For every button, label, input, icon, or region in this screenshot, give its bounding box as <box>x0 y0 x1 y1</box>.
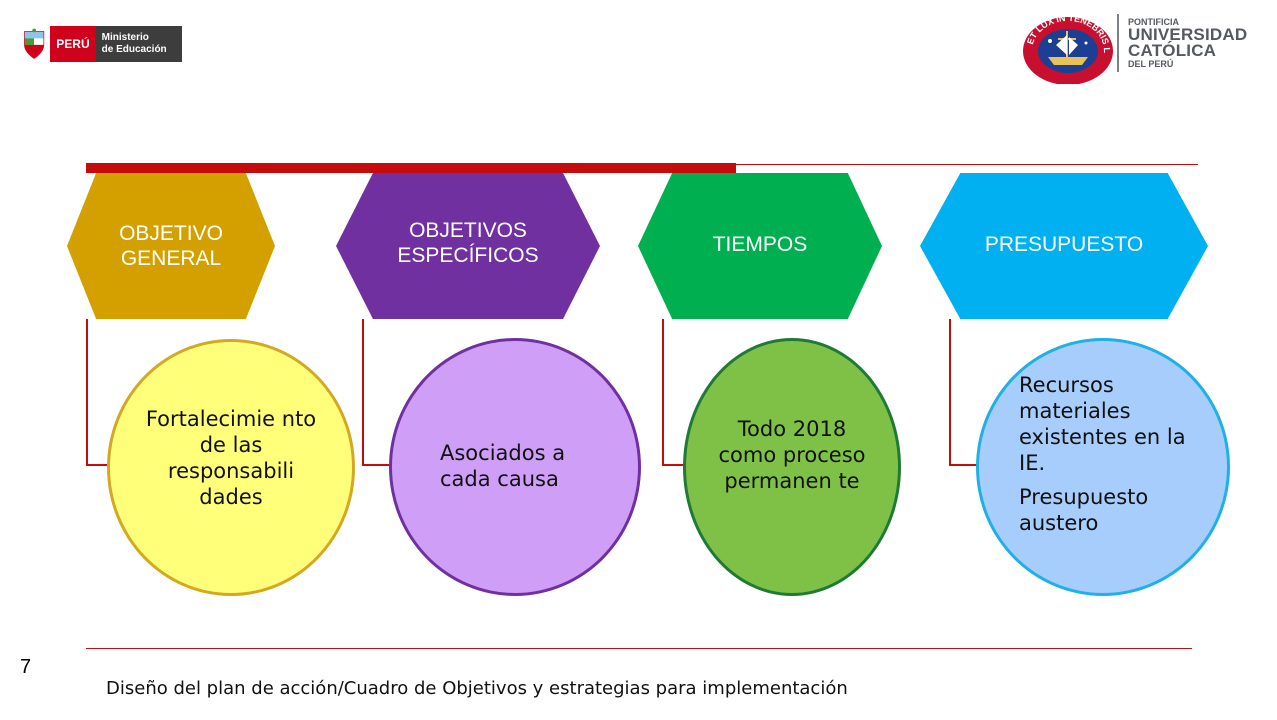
connector-objetivos-especificos <box>362 319 396 466</box>
pucp-divider <box>1117 14 1119 72</box>
circle-text: Todo 2018 como proceso permanen te <box>718 417 866 493</box>
hexagon-objetivo-general: OBJETIVO GENERAL <box>67 173 275 319</box>
pucp-line-3: CATÓLICA <box>1128 41 1217 60</box>
ministry-line-1: Ministerio <box>101 32 149 43</box>
circle-text-1: Recursos materiales existentes en la IE. <box>1019 373 1186 475</box>
ministry-label: Ministerio de Educación <box>95 26 182 62</box>
pucp-wordmark: PONTIFICIA UNIVERSIDAD CATÓLICA DEL PERÚ <box>1128 17 1263 69</box>
hexagon-label: OBJETIVOS ESPECÍFICOS <box>397 219 539 267</box>
hexagon-presupuesto: PRESUPUESTO <box>920 173 1208 319</box>
pucp-seal-icon: ET LUX IN TENEBRIS LUCET <box>1020 8 1113 84</box>
hexagon-objetivos-especificos: OBJETIVOS ESPECÍFICOS <box>336 173 600 319</box>
circle-text: Fortalecimie nto de las responsabili dad… <box>145 406 317 509</box>
circle-objetivos-especificos: Asociados a cada causa <box>389 338 641 596</box>
circle-tiempos: Todo 2018 como proceso permanen te <box>683 338 901 596</box>
hexagon-label: PRESUPUESTO <box>984 232 1144 256</box>
hexagon-label: TIEMPOS <box>712 232 808 256</box>
page-number: 7 <box>20 656 32 678</box>
pucp-line-4: DEL PERÚ <box>1128 59 1174 69</box>
hexagon-tiempos: TIEMPOS <box>638 173 882 319</box>
circle-presupuesto: Recursos materiales existentes en la IE.… <box>976 338 1230 596</box>
ministerio-educacion-logo: PERÚ Ministerio de Educación <box>22 24 182 64</box>
pucp-line-2: UNIVERSIDAD <box>1128 25 1248 44</box>
hexagon-label: OBJETIVO GENERAL <box>119 222 223 270</box>
bottom-divider <box>86 648 1192 649</box>
top-red-bar <box>86 163 736 173</box>
connector-presupuesto <box>949 319 988 466</box>
pucp-line-1: PONTIFICIA <box>1128 17 1179 27</box>
circle-text-2: Presupuesto austero <box>1019 485 1149 535</box>
peru-shield-icon <box>24 28 45 59</box>
footer-caption: Diseño del plan de acción/Cuadro de Obje… <box>106 678 848 699</box>
circle-text: Asociados a cada causa <box>440 441 566 491</box>
ministry-line-2: de Educación <box>101 44 167 55</box>
top-thin-line <box>736 164 1198 165</box>
circle-objetivo-general: Fortalecimie nto de las responsabili dad… <box>107 339 355 596</box>
peru-label: PERÚ <box>50 26 96 62</box>
